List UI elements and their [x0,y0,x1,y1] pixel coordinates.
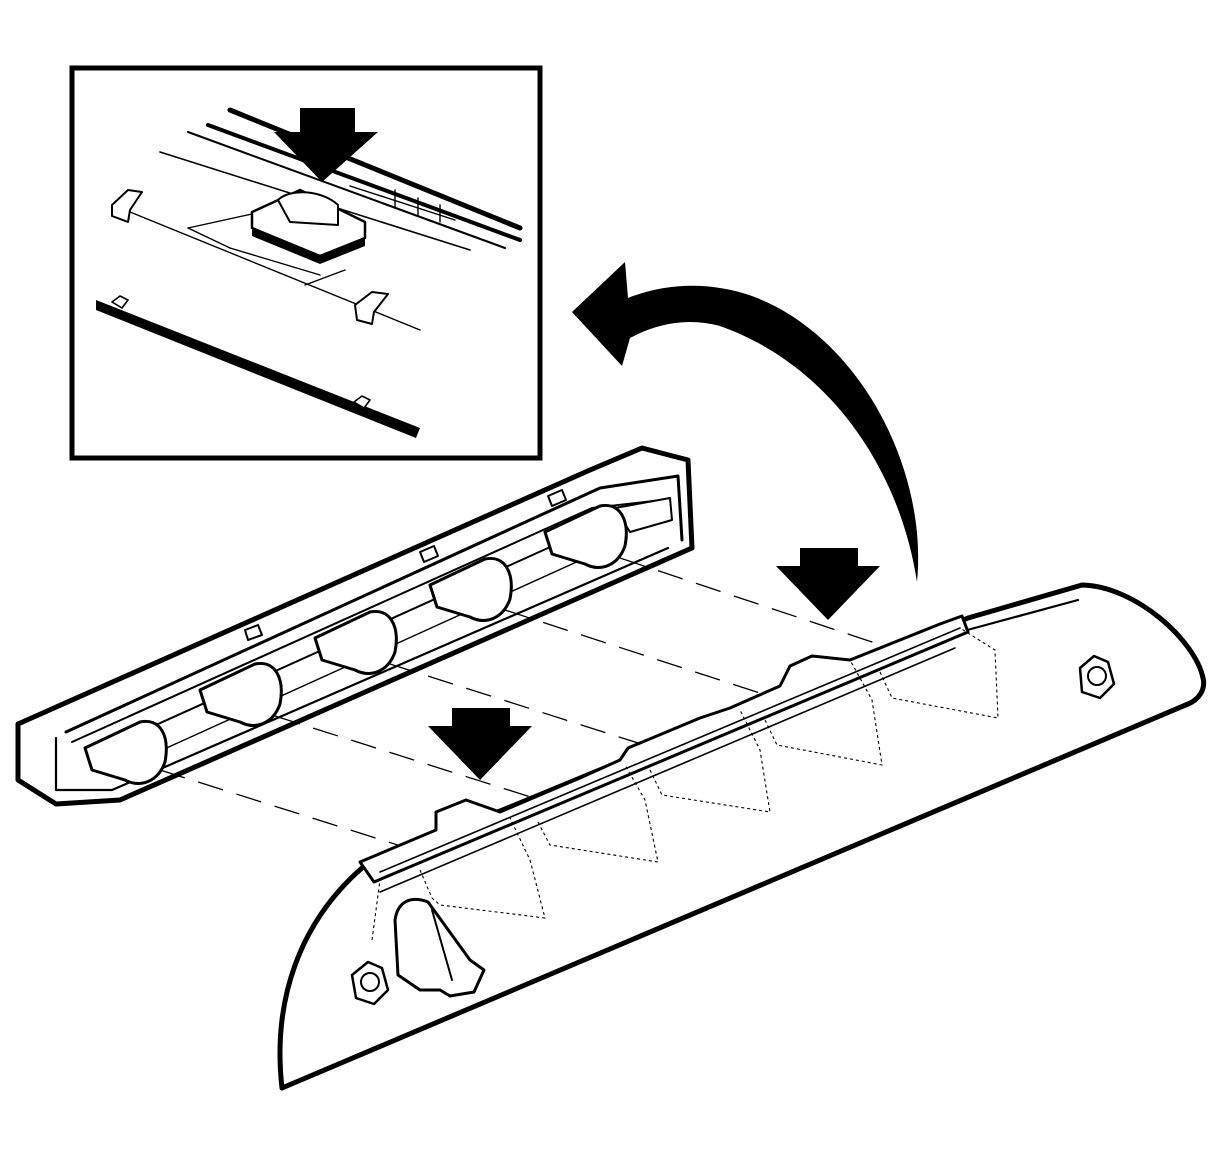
bulb-5 [543,503,628,569]
press-arrow-right [776,548,880,620]
lamp-housing [277,582,1207,1091]
connector-lead [393,897,486,998]
inset-lower-strip [96,295,420,438]
housing-flange [358,614,970,884]
bulb-carrier [15,445,695,807]
housing-lens [277,582,1207,1091]
inset-retaining-tab [250,188,367,264]
bulb-3 [313,609,398,675]
bulb-2 [198,661,283,727]
detail-inset [69,65,543,461]
inset-trim-panel [111,107,523,331]
hidden-bulb-outlines [371,627,999,941]
alignment-lines [159,557,891,853]
press-arrow-left [428,708,532,780]
relation-curved-arrow [572,262,919,582]
bulb-1 [83,719,168,785]
mounting-stud-right [1078,654,1116,700]
mounting-stud-left [350,960,390,1006]
bulb-4 [428,556,513,622]
inset-down-arrow [274,108,378,182]
